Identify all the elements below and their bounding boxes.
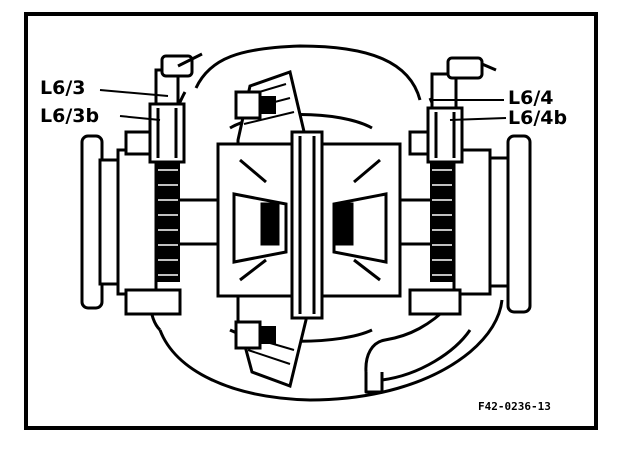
figure-reference-code: F42-0236-13 bbox=[478, 400, 551, 413]
leader-l6-4b bbox=[449, 117, 507, 121]
callout-label-l6-3: L6/3 bbox=[40, 77, 86, 99]
callout-label-l6-3b: L6/3b bbox=[40, 105, 99, 127]
diagram-frame bbox=[24, 12, 598, 430]
leader-l6-3 bbox=[99, 89, 169, 97]
right-flange-assembly bbox=[408, 130, 532, 316]
callout-leaders bbox=[99, 89, 507, 121]
callout-label-l6-4: L6/4 bbox=[508, 87, 554, 109]
left-speed-sensor bbox=[148, 52, 203, 164]
leader-l6-3b bbox=[119, 115, 161, 121]
axle-shafts bbox=[180, 198, 430, 246]
callout-label-l6-4b: L6/4b bbox=[508, 107, 567, 129]
differential-carrier bbox=[216, 130, 402, 320]
right-speed-sensor bbox=[426, 56, 497, 164]
